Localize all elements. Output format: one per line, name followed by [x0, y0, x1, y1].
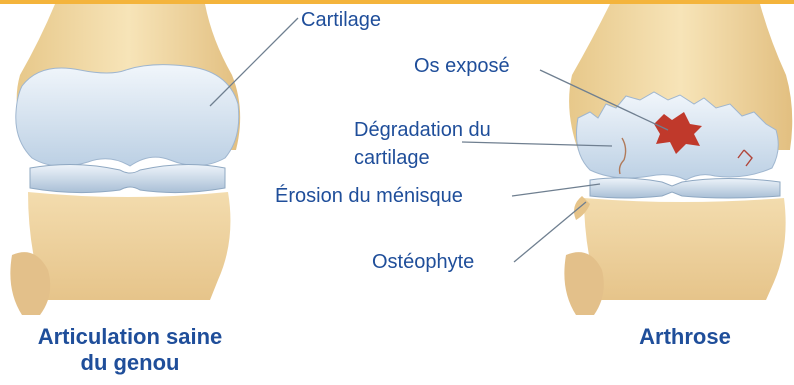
arthritic-knee: [564, 4, 792, 315]
label-osteophyte: Ostéophyte: [372, 250, 474, 274]
arthritic-tibia: [584, 198, 786, 300]
caption-healthy-line1: Articulation saine: [0, 324, 260, 350]
healthy-cartilage: [16, 65, 239, 167]
caption-arthrosis: Arthrose: [600, 324, 770, 350]
label-exposed-bone: Os exposé: [414, 54, 510, 78]
label-cartilage: Cartilage: [301, 8, 381, 32]
leader-meniscus: [512, 184, 600, 196]
healthy-meniscus: [30, 164, 225, 192]
healthy-tibia: [28, 192, 230, 300]
label-meniscus-erosion: Érosion du ménisque: [275, 184, 463, 208]
healthy-knee: [10, 4, 240, 315]
label-cartilage-degradation-1: Dégradation du: [354, 118, 491, 142]
arthritic-meniscus: [590, 178, 780, 198]
caption-healthy-line2: du genou: [0, 350, 260, 376]
label-cartilage-degradation-2: cartilage: [354, 146, 430, 170]
